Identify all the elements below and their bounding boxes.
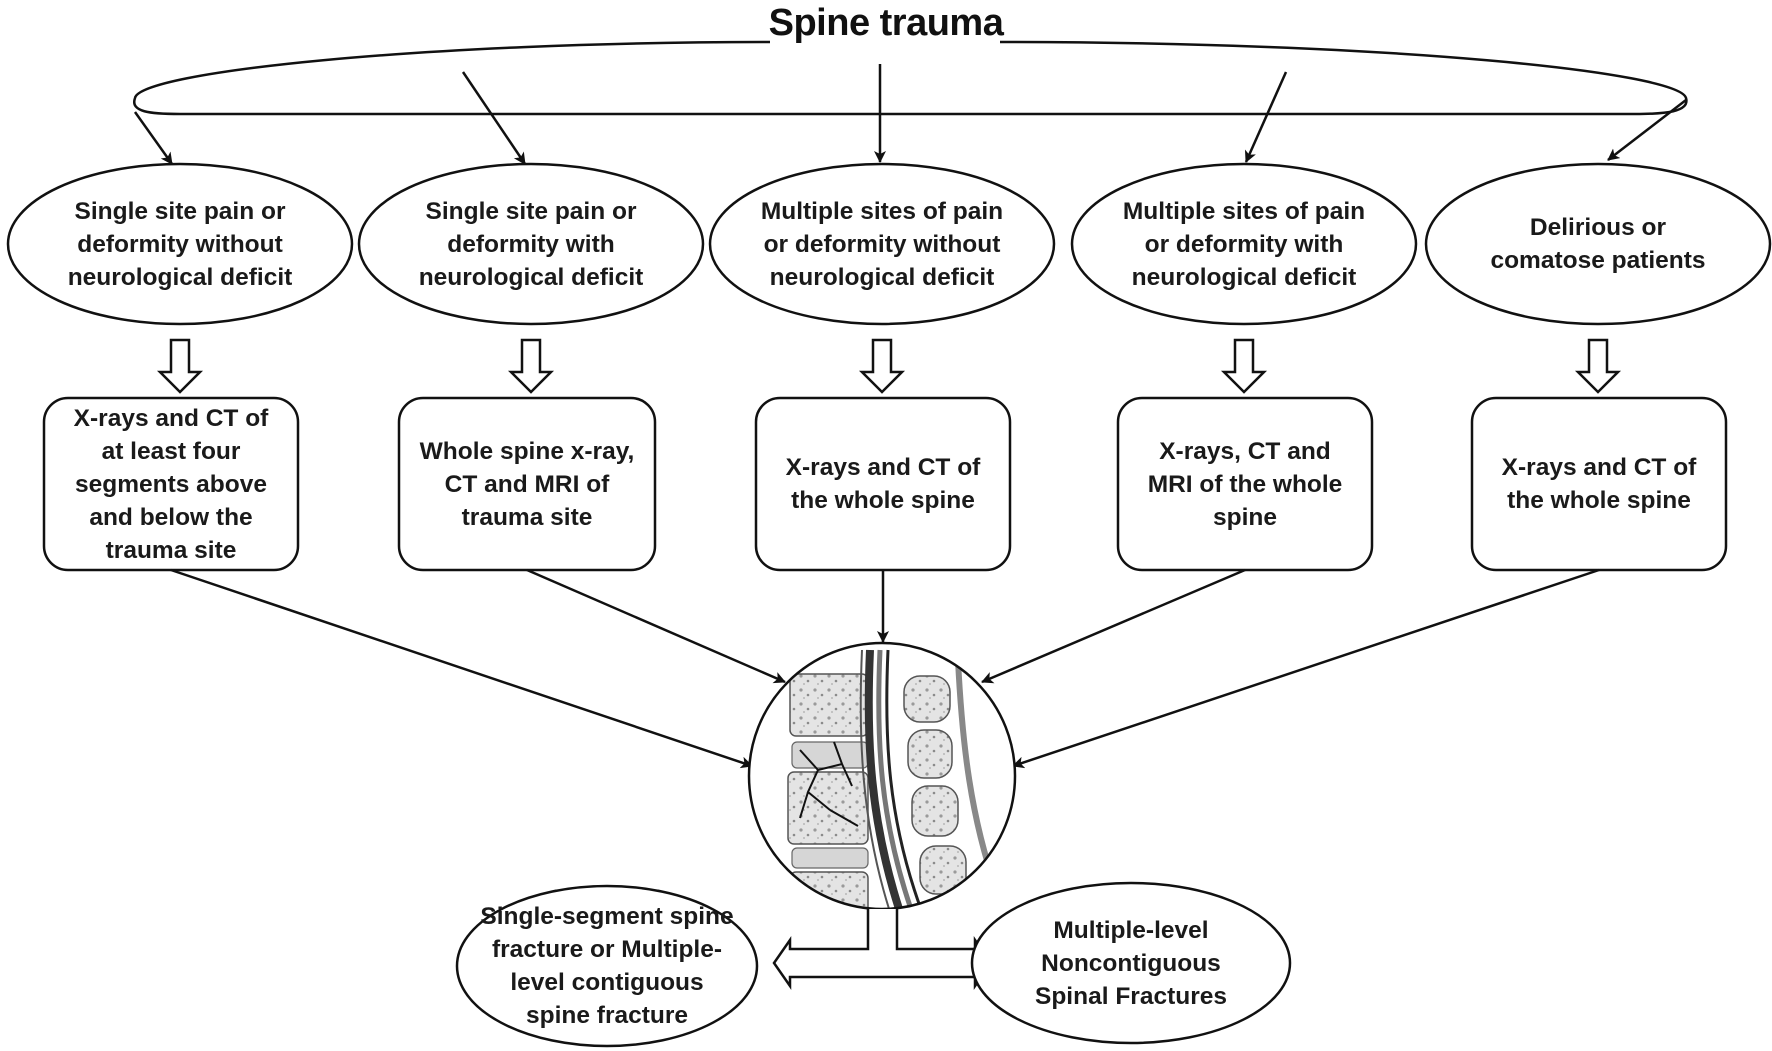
brace-arrows (133, 64, 1687, 165)
outcome-label-left: Single-segment spine fracture or Multipl… (480, 903, 734, 1029)
presentation-label-3: Multiple sites of pain or deformity with… (760, 197, 1004, 291)
presentation-label-1: Single site pain or deformity without ne… (67, 197, 293, 291)
presentation-ellipse-2 (357, 162, 705, 326)
presentation-ellipse-4 (1070, 162, 1418, 326)
presentation-ellipse-1 (6, 162, 354, 326)
presentation-ellipses (6, 162, 1772, 326)
presentation-label-4: Multiple sites of pain or deformity with… (1122, 197, 1366, 291)
split-double-arrow (772, 909, 993, 990)
spine-illustration (747, 641, 1017, 911)
imaging-label-2: Whole spine x-ray, CT and MRI of trauma … (419, 437, 635, 531)
diagram-title: Spine trauma (768, 2, 1004, 44)
imaging-label-4: X-rays, CT and MRI of the whole spine (1147, 437, 1343, 531)
imaging-boxes (42, 396, 1728, 572)
title-brace (133, 40, 1688, 116)
imaging-label-3: X-rays and CT of the whole spine (785, 454, 981, 514)
presentation-ellipse-3 (708, 162, 1056, 326)
outcome-ellipse-right (970, 881, 1292, 1045)
presentation-label-2: Single site pain or deformity with neuro… (418, 197, 644, 291)
imaging-label-5: X-rays and CT of the whole spine (1501, 454, 1697, 514)
outcome-label-right: Multiple-level Noncontiguous Spinal Frac… (1035, 916, 1227, 1010)
presentation-ellipse-5 (1424, 162, 1772, 326)
presentation-label-5: Delirious or comatose patients (1490, 214, 1706, 274)
converging-arrows (170, 568, 1600, 769)
outcome-ellipse-left (455, 884, 759, 1048)
imaging-label-1: X-rays and CT of at least four segments … (73, 404, 269, 564)
hollow-arrows (156, 338, 1622, 394)
